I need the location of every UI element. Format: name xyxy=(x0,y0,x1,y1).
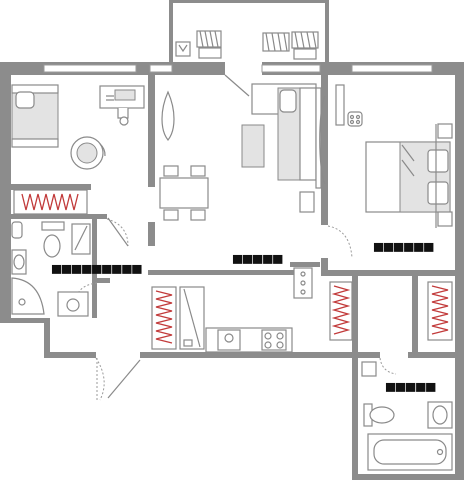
cooktop xyxy=(261,329,287,351)
wardrobe-left xyxy=(13,189,88,215)
balcony-chair-1 xyxy=(196,30,222,59)
sink-1 xyxy=(11,249,27,275)
room-label-4: ▄▄▄▄▄ xyxy=(386,374,437,392)
bath1-shelf xyxy=(11,221,23,239)
bath2-shelf xyxy=(361,361,377,377)
room-label-2: ▄▄▄▄▄ xyxy=(233,246,284,264)
dining-table xyxy=(159,165,209,221)
wardrobe-bedroom-2 xyxy=(427,281,453,341)
wall-lamp xyxy=(161,90,175,141)
bedside-ottoman xyxy=(347,111,363,127)
oven-column xyxy=(293,267,313,299)
balcony xyxy=(169,0,329,64)
shower-1 xyxy=(11,277,45,315)
hall-wardrobes xyxy=(329,281,453,341)
right-bedroom-furniture xyxy=(335,84,453,228)
exterior-walls xyxy=(0,62,464,480)
bathtub xyxy=(367,433,453,471)
nightstand-1 xyxy=(437,123,453,139)
balcony-chair-3 xyxy=(291,31,319,60)
door-bedroom-2 xyxy=(327,225,353,259)
living-area-furniture xyxy=(159,83,326,221)
washing-machine xyxy=(57,291,89,317)
side-cabinet xyxy=(299,191,315,213)
room-label-3: ▄▄▄▄▄▄ xyxy=(374,234,435,252)
balcony-chair-2 xyxy=(262,32,290,52)
window-top-mid xyxy=(149,64,173,73)
door-bathroom-2 xyxy=(379,357,397,375)
wardrobe-hall-2 xyxy=(329,281,353,341)
kitchen-fixtures xyxy=(151,267,313,353)
left-bedroom-furniture xyxy=(11,84,175,215)
sofa-bed xyxy=(11,84,59,148)
double-bed xyxy=(365,141,451,213)
desk xyxy=(99,85,145,126)
bathroom-2-fixtures xyxy=(361,361,453,471)
entrance-door xyxy=(95,357,105,401)
armchair xyxy=(70,136,106,170)
interior-walls xyxy=(11,75,455,358)
toilet-2 xyxy=(363,403,395,427)
doors xyxy=(75,74,397,401)
window-top-balcony xyxy=(261,64,321,73)
nightstand-2 xyxy=(437,211,453,227)
window-top-right xyxy=(351,64,433,73)
kitchen-sink xyxy=(217,329,241,351)
wardrobe-hall xyxy=(151,286,177,350)
room-label-1: ▄▄▄▄▄▄▄▄▄ xyxy=(52,256,143,274)
door-bathroom-1 xyxy=(106,218,129,247)
tv-stand xyxy=(315,87,326,189)
balcony-plant-box xyxy=(175,41,191,57)
window-top-left xyxy=(43,64,137,73)
coffee-table xyxy=(241,124,265,168)
toilet-1 xyxy=(41,221,65,258)
balcony-door xyxy=(224,74,250,97)
bedroom2-shelf xyxy=(335,84,345,126)
sofa xyxy=(251,83,317,181)
bathroom-1-fixtures xyxy=(11,221,91,317)
sink-2 xyxy=(427,401,453,429)
